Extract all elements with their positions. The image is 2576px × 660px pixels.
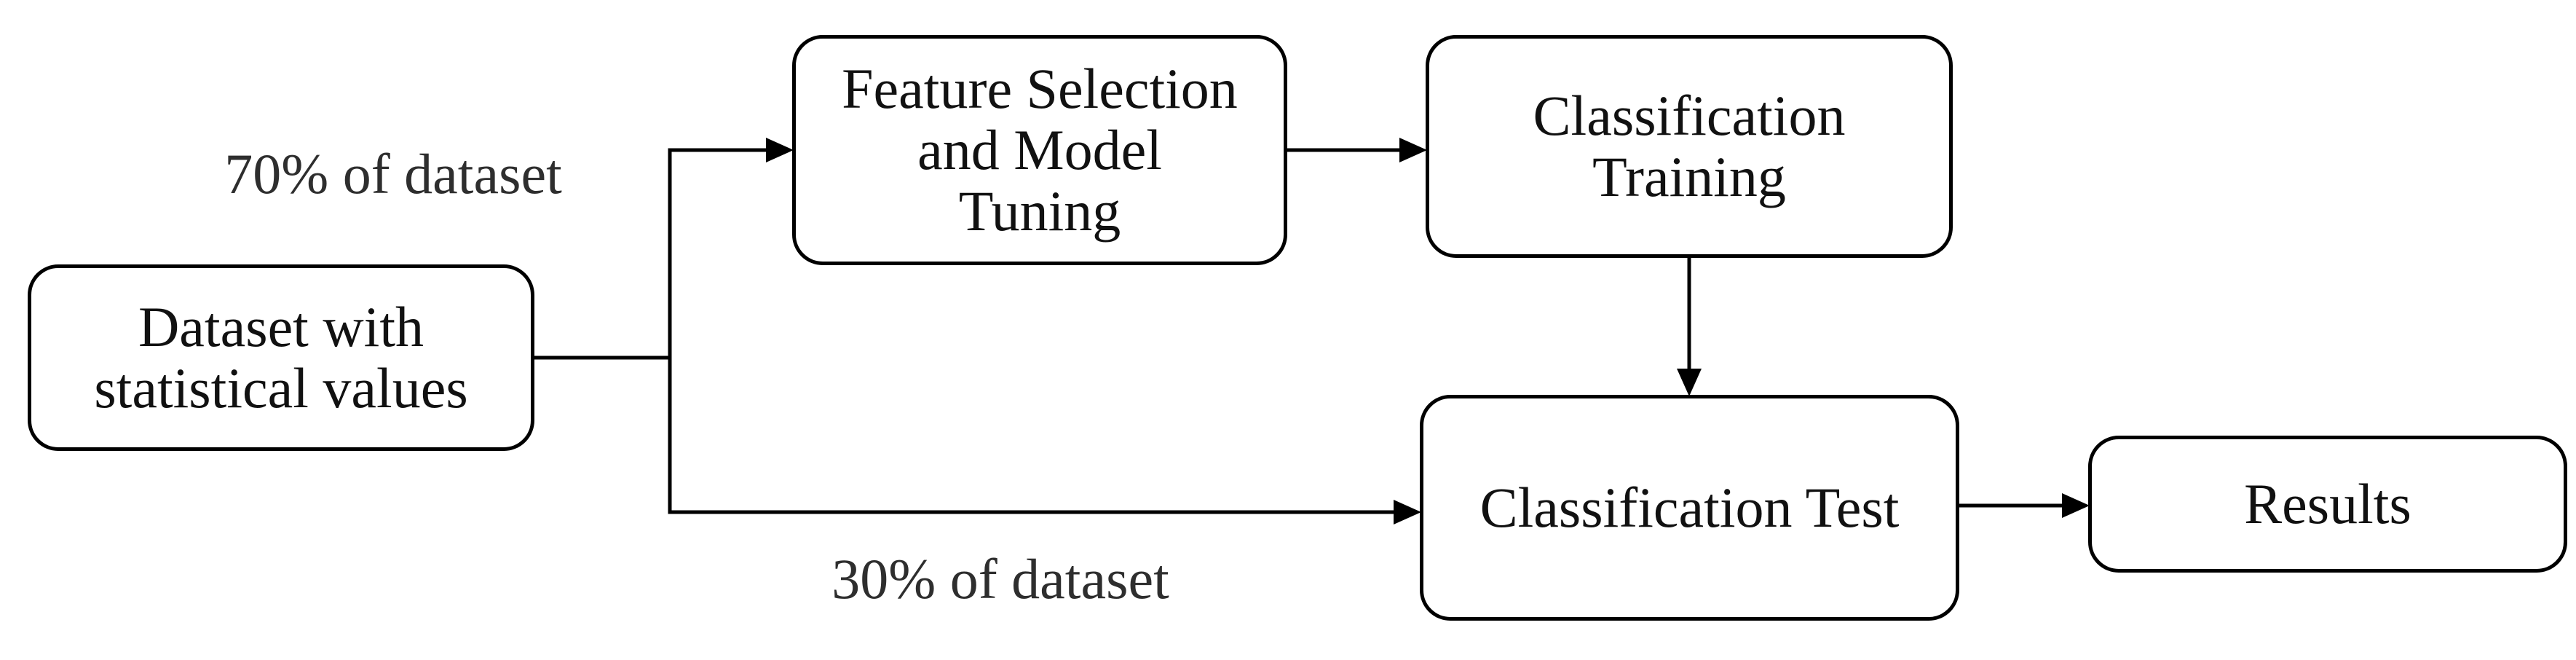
edge-label-70-percent-of-dataset: 70% of dataset [224, 142, 562, 205]
node-results: Results [2088, 436, 2567, 573]
arrowhead-down-into-classification-test [1677, 369, 1702, 396]
node-classification-training: Classification Training [1426, 35, 1953, 258]
arrowhead-into-results [2062, 493, 2090, 518]
node-classification-test-label: Classification Test [1479, 475, 1900, 539]
node-results-label: Results [2244, 471, 2411, 535]
edge-label-30-percent-of-dataset: 30% of dataset [831, 547, 1169, 610]
arrowhead-into-classification-training [1399, 138, 1427, 162]
node-dataset-label: Dataset with statistical values [94, 294, 468, 420]
node-dataset-with-statistical-values: Dataset with statistical values [28, 264, 534, 451]
arrowhead-into-feature-selection [766, 138, 794, 162]
node-feature-selection-label: Feature Selection and Model Tuning [842, 56, 1238, 243]
node-classification-training-label: Classification Training [1533, 83, 1846, 208]
node-feature-selection-and-model-tuning: Feature Selection and Model Tuning [792, 35, 1287, 265]
node-classification-test: Classification Test [1420, 395, 1959, 621]
arrowhead-into-classification-test [1394, 500, 1421, 525]
